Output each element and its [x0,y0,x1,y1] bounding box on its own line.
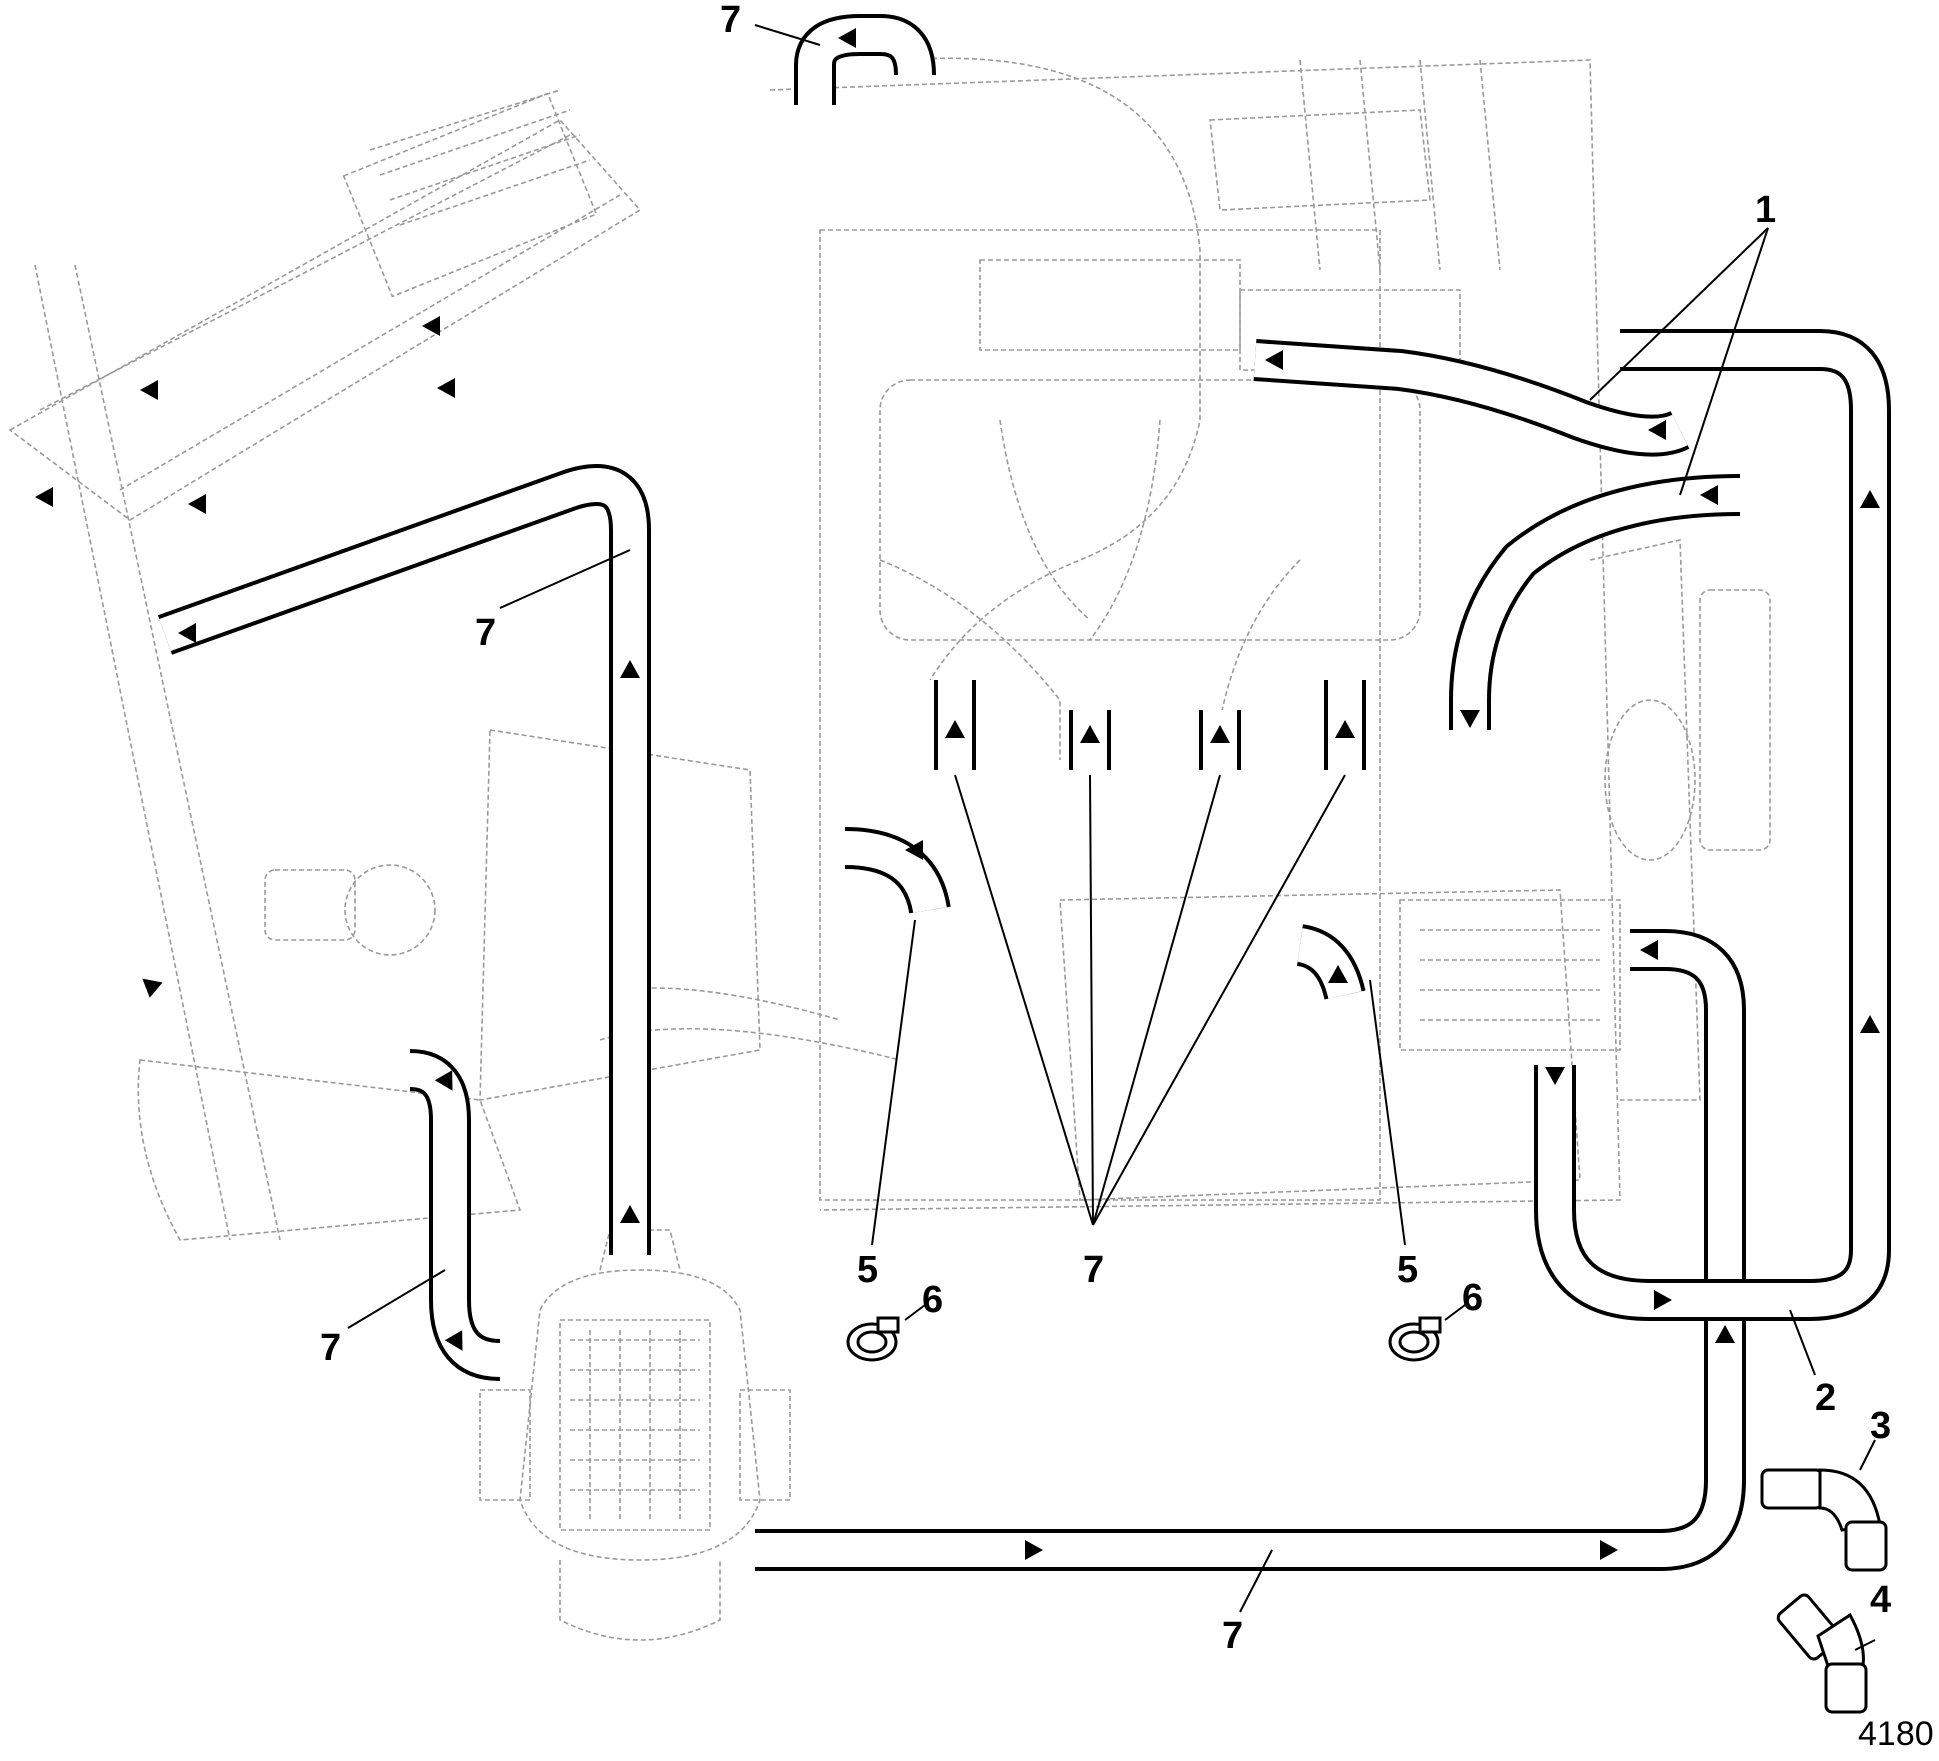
arrow [1715,1325,1735,1343]
arrow [142,978,163,998]
arrow [620,1205,640,1223]
elbows [844,827,1366,1001]
arrow [1600,1540,1618,1560]
callouts: 7 1 7 5 7 5 6 6 7 2 3 7 4 [320,0,1891,1657]
parts [846,1316,1888,1714]
hoses [157,14,1891,1571]
callout-2: 2 [1815,1377,1836,1419]
arrow [178,623,196,643]
callout-6-right: 6 [1462,1277,1483,1319]
callout-1: 1 [1755,189,1776,231]
fitting-45-degree [1776,1593,1868,1714]
arrow [1080,725,1100,743]
arrow [1460,710,1480,728]
arrow [1210,725,1230,743]
flow-arrows [35,28,1880,1560]
hose-clamp-right [1388,1316,1442,1362]
arrow [1700,485,1718,505]
arrow [1860,1015,1880,1033]
callout-3: 3 [1870,1405,1891,1447]
callout-7-bottom: 7 [1222,1615,1243,1657]
arrow [1025,1540,1043,1560]
arrow [1335,720,1355,738]
callout-7-left-lower: 7 [320,1327,341,1369]
arrow [434,1070,453,1091]
callout-6-left: 6 [922,1279,943,1321]
arrow [444,1330,463,1351]
arrow [905,840,923,860]
callout-7-top: 7 [720,0,741,41]
leader-lines [347,24,1876,1651]
arrow [620,660,640,678]
arrow [1648,420,1666,440]
arrow [1328,965,1348,983]
callout-7-center: 7 [1083,1249,1104,1291]
callout-5-right: 5 [1397,1249,1418,1291]
callout-7-left-upper: 7 [475,612,496,654]
fitting-90-degree [1760,1468,1888,1572]
figure-number: 4180 [1858,1715,1934,1753]
arrow [1640,940,1658,960]
arrow [1545,1067,1565,1085]
hose-clamp-left [846,1316,900,1362]
callout-5-left: 5 [857,1249,878,1291]
arrow [838,28,856,48]
arrow [1860,490,1880,508]
arrow [1654,1290,1672,1310]
callout-4: 4 [1870,1579,1891,1621]
arrow [1265,350,1283,370]
arrow [945,720,965,738]
